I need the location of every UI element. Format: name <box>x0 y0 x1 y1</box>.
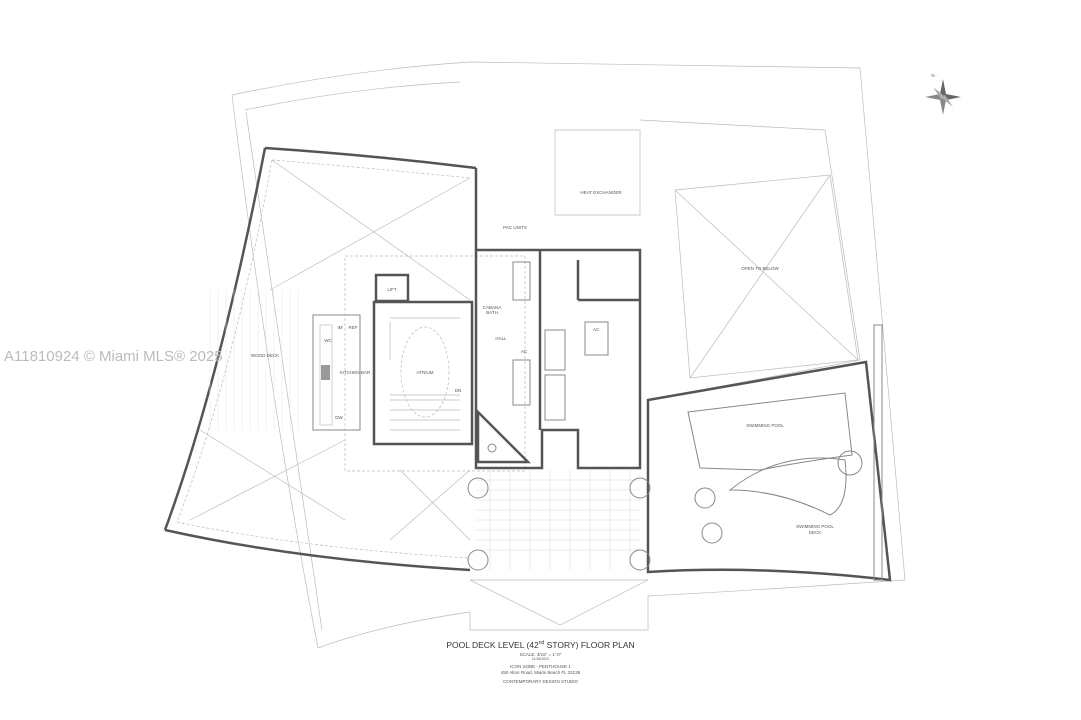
swimming-pool <box>687 392 853 471</box>
label-pool-deck: SWIMMING POOL <box>796 524 834 529</box>
ceiling-diagonals <box>189 159 471 541</box>
column <box>467 477 489 499</box>
label-dn: DN <box>455 388 462 393</box>
core-dashed-zone <box>344 255 526 472</box>
planter <box>701 522 723 544</box>
label-ac: AC <box>593 327 600 332</box>
label-dw: DW <box>335 415 343 420</box>
label-ac: AC <box>521 349 528 354</box>
pool-curve <box>728 457 847 516</box>
label-lift: LIFT <box>387 287 397 292</box>
title-superscript: nd <box>538 640 545 647</box>
open-to-below-outline <box>674 174 859 379</box>
label-ref: REF <box>349 325 358 330</box>
label-open-to-below: OPEN TO BELOW <box>741 266 779 271</box>
sink <box>321 365 330 380</box>
entry-pergola-hatch <box>476 470 640 570</box>
lift-shaft <box>374 273 410 303</box>
label-wc: WC <box>324 338 332 343</box>
left-living-wall <box>163 146 477 572</box>
north-label: N <box>931 73 934 78</box>
label-heat-exchanger: HEAT EXCHANGER <box>580 190 622 195</box>
plan-scale: SCALE: 3/16" = 1'-0" <box>519 652 562 657</box>
atrium-walls <box>372 300 474 446</box>
label-swimming-pool: SWIMMING POOL <box>746 423 784 428</box>
atrium-void <box>400 326 450 418</box>
label-hall: HALL <box>495 336 507 341</box>
left-glass-line <box>176 159 471 559</box>
label-kitchen-bar: KITCHEN-BAR <box>340 370 371 375</box>
entry-lower-bay <box>469 579 649 626</box>
kitchen-island <box>319 324 333 426</box>
plan-title: POOL DECK LEVEL (42nd STORY) FLOOR PLAN <box>0 640 1081 650</box>
heat-exchanger-room <box>554 119 861 401</box>
stair-triangle <box>476 408 532 464</box>
label-bath: BATH <box>486 310 498 315</box>
atrium-stairs <box>389 317 460 431</box>
title-end: STORY) FLOOR PLAN <box>544 640 635 650</box>
north-arrow-icon: N <box>925 73 961 115</box>
column <box>629 549 651 571</box>
project-address: 450 Alton Road, Miami Beach FL 33139 <box>500 670 581 675</box>
wood-deck-hatch <box>209 290 299 430</box>
column <box>467 549 489 571</box>
service-core-walls <box>474 168 642 470</box>
label-pool-deck: DECK <box>809 530 822 535</box>
mechanical-boxes <box>512 261 609 421</box>
planter <box>694 487 716 509</box>
label-atrium: ATRIUM <box>417 370 434 375</box>
label-pac-units: PAC UNITS <box>503 225 527 230</box>
project-name: ICON SOBE - PENTHOUSE 1 <box>510 664 571 669</box>
plan-date: 11/18/2022 <box>531 657 550 661</box>
label-wood-deck: WOOD DECK <box>251 353 279 358</box>
right-column-strip <box>873 324 883 581</box>
studio-name: CONTEMPORARY DESIGN STUDIO <box>502 679 579 684</box>
column <box>629 477 651 499</box>
outer-terrace-outline <box>231 61 906 649</box>
kitchen-bar-outline <box>312 314 361 431</box>
title-main: POOL DECK LEVEL (42 <box>446 640 539 650</box>
mls-watermark: A11810924 © Miami MLS® 2025 <box>4 348 223 365</box>
inner-terrace-line <box>244 81 461 631</box>
label-im: IM <box>338 325 343 330</box>
spiral-stair <box>487 443 497 453</box>
right-wing-wall <box>646 360 892 582</box>
planter <box>837 450 863 476</box>
label-cabana: CABANA <box>483 305 502 310</box>
